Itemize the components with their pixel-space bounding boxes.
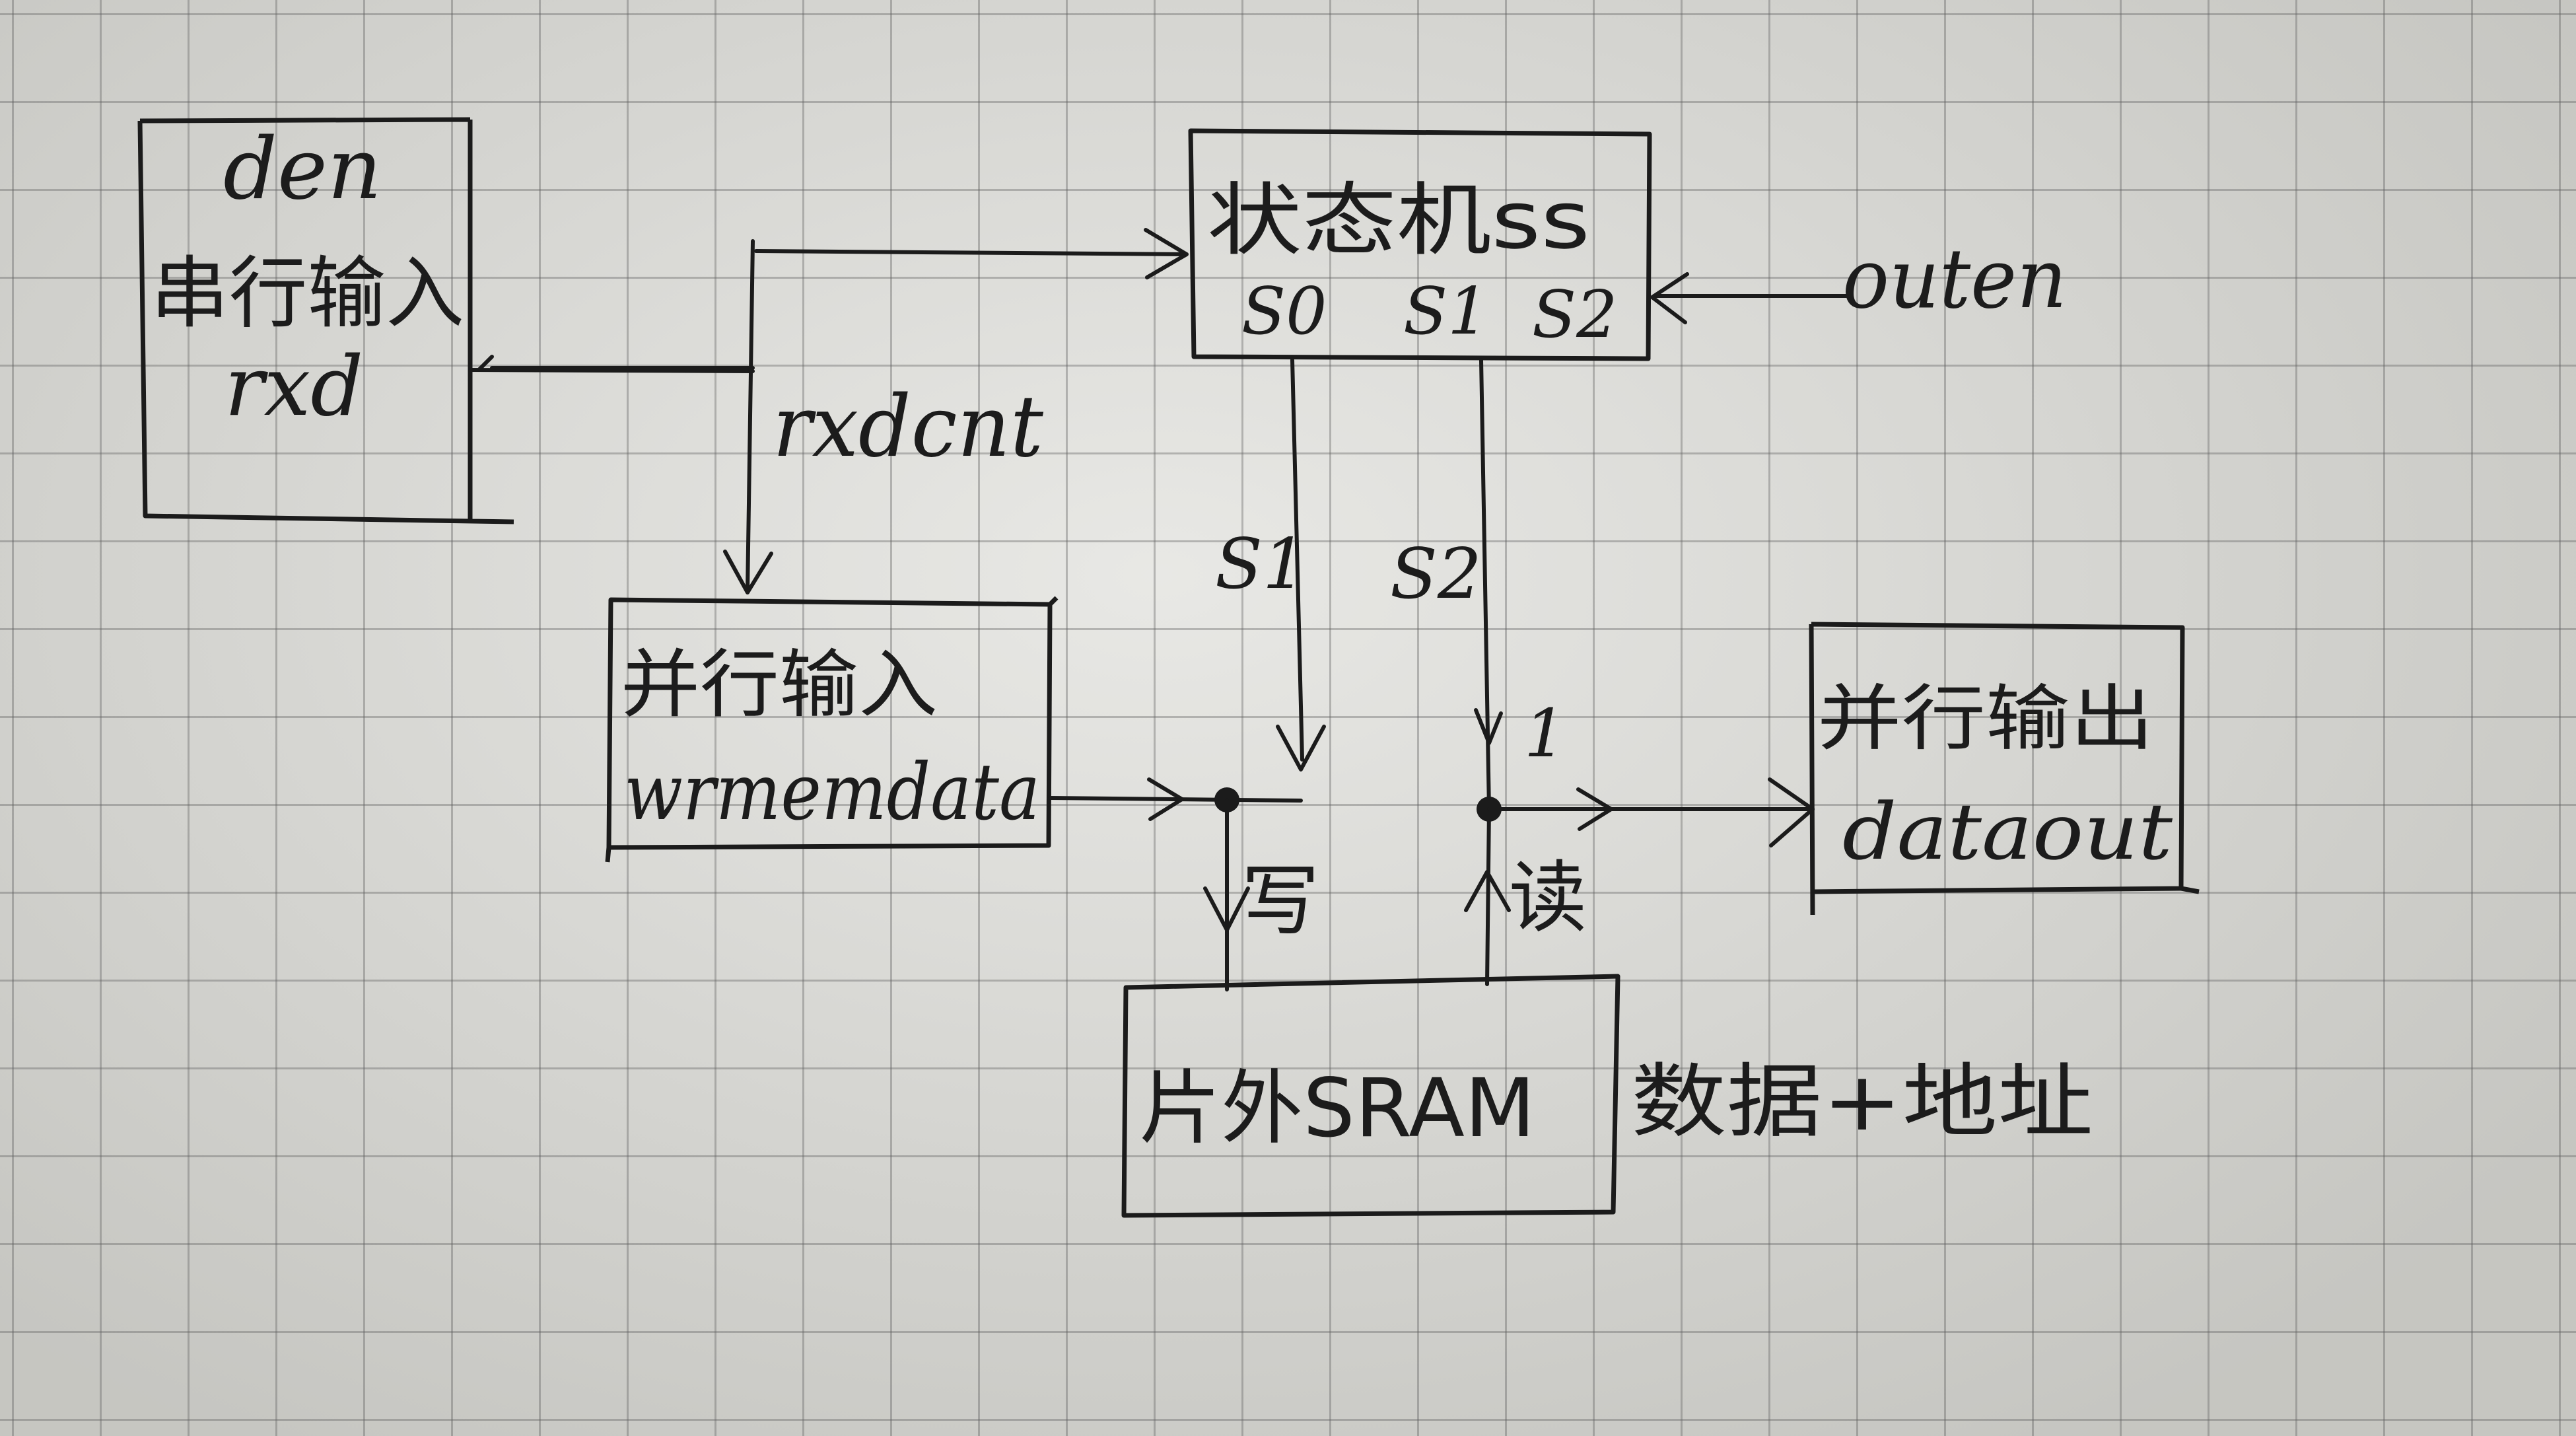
s2-control-line: S2 1 xyxy=(1390,358,1566,811)
rxdcnt-label: rxdcnt xyxy=(773,378,1044,476)
outen-label: outen xyxy=(1842,231,2067,327)
parallel-output-block: 并行输出 dataout xyxy=(1809,622,2200,915)
state-machine-block: 状态机ss S0 S1 S2 xyxy=(1188,128,1652,361)
junction-to-state-machine-wire xyxy=(754,249,1187,256)
wrmemdata-arrowhead xyxy=(1147,777,1184,821)
s1-control-line: S1 xyxy=(1215,358,1326,772)
parallel-input-box xyxy=(605,596,1059,863)
sram-side-note: 数据+地址 xyxy=(1631,1055,2093,1149)
rxd-back-arrow-tick xyxy=(477,355,494,372)
s2-vertical-wire xyxy=(1479,358,1491,811)
write-label: 写 xyxy=(1241,855,1319,947)
read-label: 读 xyxy=(1509,852,1587,943)
state-machine-box xyxy=(1188,128,1652,361)
sram-block: 片外SRAM 数据+地址 xyxy=(1121,974,2093,1218)
write-path: 写 xyxy=(1048,777,1319,991)
parallel-output-title: 并行输出 xyxy=(1817,678,2154,760)
serial-input-top-label: den xyxy=(223,120,382,219)
sram-box xyxy=(1121,974,1620,1218)
state-machine-title: 状态机ss xyxy=(1207,175,1590,267)
s1-arrowhead xyxy=(1276,725,1326,772)
serial-input-box xyxy=(137,117,514,524)
marker-one-label: 1 xyxy=(1524,695,1566,772)
sram-to-node-wire xyxy=(1485,807,1491,986)
rxdcnt-wiring: rxdcnt xyxy=(468,228,1189,594)
outen-arrowhead xyxy=(1650,272,1689,324)
serial-input-title: 串行输入 xyxy=(151,248,464,339)
parallel-input-arrowhead xyxy=(723,550,773,594)
s1-label: S1 xyxy=(1215,524,1307,604)
parallel-input-title: 并行输入 xyxy=(621,642,938,728)
sram-title: 片外SRAM xyxy=(1139,1061,1535,1155)
sram-write-arrowhead xyxy=(1203,886,1250,932)
s2-label: S2 xyxy=(1390,534,1482,614)
serial-input-signal: rxd xyxy=(225,339,363,435)
mid-output-arrowhead xyxy=(1576,787,1613,831)
read-up-arrowhead xyxy=(1464,870,1511,912)
wrmemdata-to-node-wire xyxy=(1048,796,1303,803)
rxd-to-junction-wire xyxy=(468,366,755,373)
junction-vertical-wire xyxy=(746,239,755,593)
s1-vertical-wire xyxy=(1290,358,1304,762)
parallel-output-signal: dataout xyxy=(1842,786,2173,877)
state-s2: S2 xyxy=(1532,277,1618,353)
parallel-output-box xyxy=(1809,622,2200,915)
output-arrowhead xyxy=(1768,777,1815,847)
outen-wiring: outen xyxy=(1650,231,2067,327)
state-machine-input-arrowhead xyxy=(1144,228,1189,279)
s2-arrowhead xyxy=(1474,708,1503,745)
parallel-input-signal: wrmemdata xyxy=(624,746,1040,838)
serial-input-block: den 串行输入 rxd xyxy=(137,117,514,524)
read-path: 读 xyxy=(1464,777,1815,986)
state-s1: S1 xyxy=(1403,274,1489,349)
parallel-input-block: 并行输入 wrmemdata xyxy=(605,596,1059,863)
state-s0: S0 xyxy=(1241,274,1327,349)
